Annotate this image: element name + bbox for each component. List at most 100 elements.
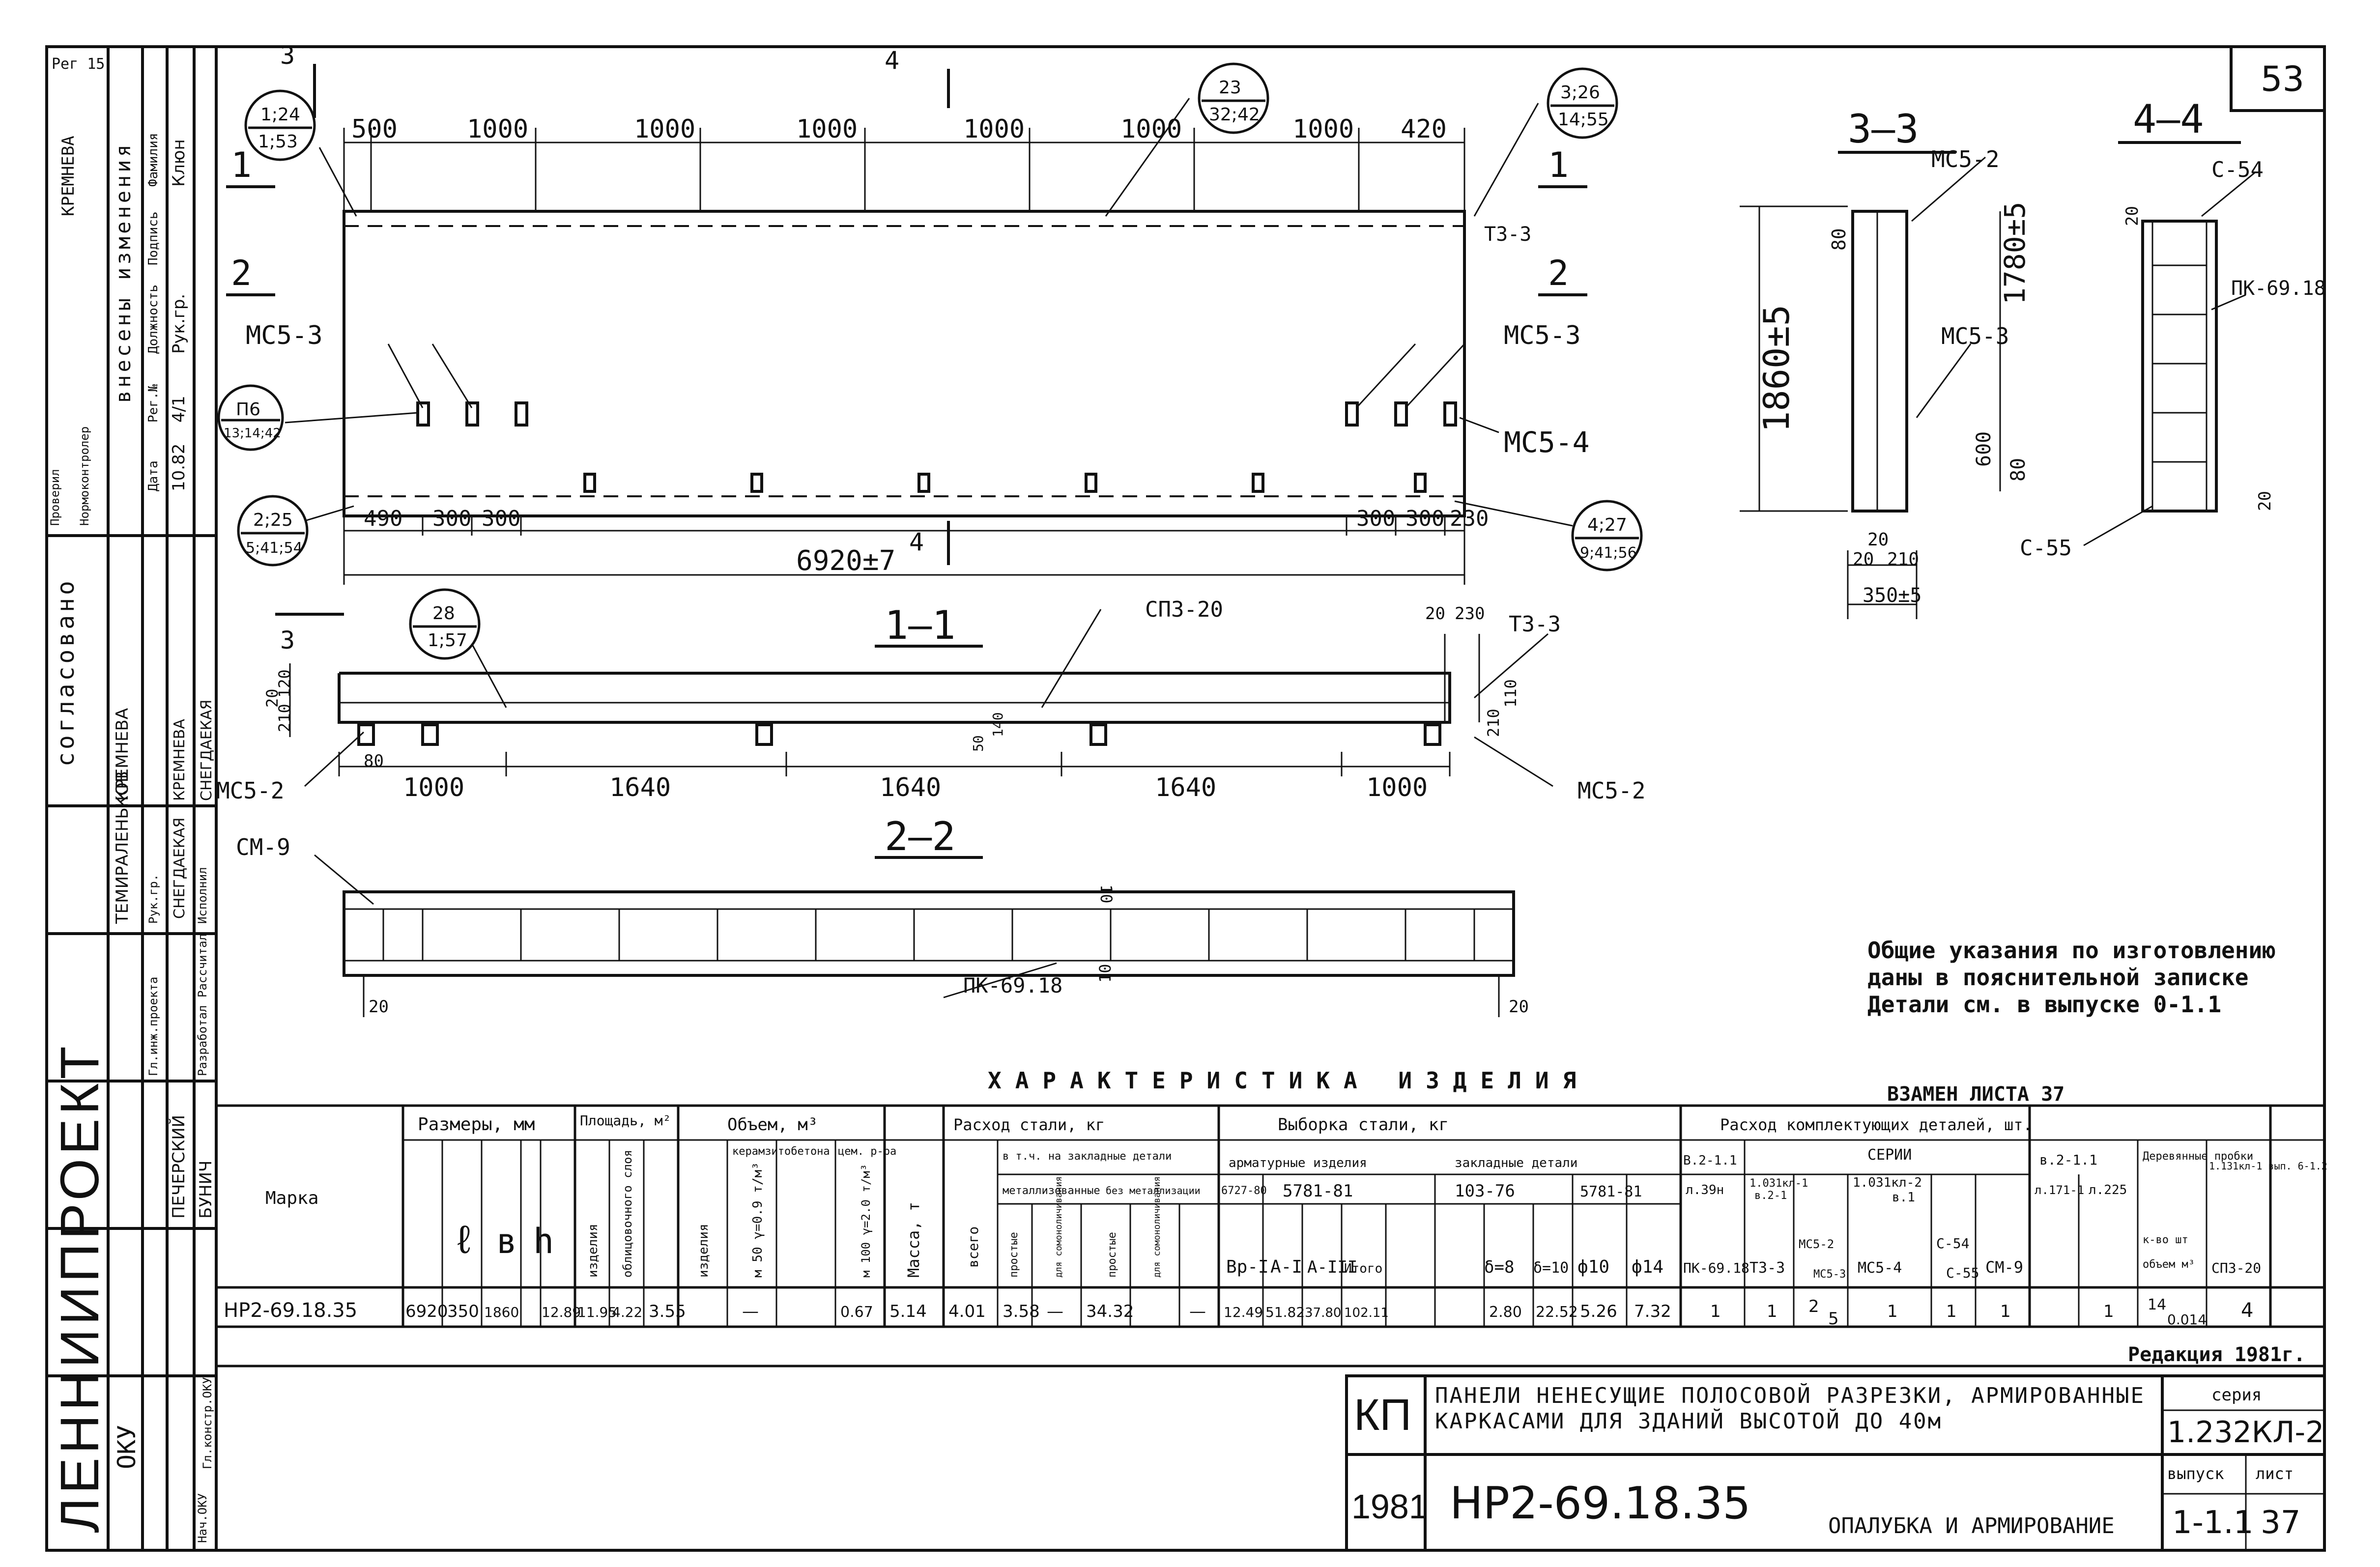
- th-mc52: МС5-2: [1799, 1237, 1834, 1251]
- title-text-box: ПАНЕЛИ НЕНЕСУЩИЕ ПОЛОСОВОЙ РАЗРЕЗКИ, АРМ…: [1435, 1383, 2146, 1434]
- s11-dim-4: 1000: [1366, 773, 1428, 802]
- th-b: в: [496, 1221, 517, 1261]
- sheet-label: лист: [2256, 1464, 2294, 1483]
- th-f14: ф14: [1632, 1257, 1663, 1277]
- changes-header-surname: Фамилия: [146, 133, 161, 187]
- th-wood-a: к-во шт: [2143, 1234, 2188, 1246]
- cell-pk: 1: [1710, 1302, 1721, 1321]
- name-2: КРЕМНЕВА: [113, 708, 132, 801]
- bubble-1-top: 1;24: [260, 105, 300, 125]
- name-5: СНЕГДАЕКАЯ: [198, 700, 215, 801]
- s11-d140: 140: [990, 712, 1006, 737]
- cell-vol-2b: —: [742, 1302, 759, 1321]
- th-vol: Объем, м³: [727, 1115, 818, 1135]
- s33-d80-top: 80: [1828, 228, 1850, 251]
- th-mass: Масса, т: [904, 1202, 923, 1278]
- s11-dim-0: 1000: [403, 773, 464, 802]
- section-4-4: 4—4 С-54 ПК-69.18 С-55 20 20: [2020, 96, 2326, 561]
- s11-dim-2: 1640: [880, 773, 941, 802]
- cell-steel-2: —: [1047, 1302, 1063, 1321]
- bubble-5-top: 2;25: [253, 510, 293, 530]
- cell-bp: 12.49: [1224, 1304, 1263, 1320]
- label-mc52-left: МС5-2: [216, 777, 284, 804]
- cell-steel-all: 4.01: [948, 1302, 986, 1321]
- bubble-7: [409, 588, 481, 660]
- th-a1: А-I: [1270, 1257, 1302, 1277]
- th-l: ℓ: [452, 1217, 476, 1262]
- th-steel-p2: для сомоноличивания: [1054, 1176, 1064, 1278]
- cell-mc52: 2: [1808, 1297, 1819, 1316]
- top-dim-5: 1000: [1120, 114, 1182, 144]
- cell-l: 6920: [405, 1302, 448, 1321]
- role-calculator: Рассчитал: [196, 934, 209, 997]
- bubble-4-bottom: 13;14;42: [224, 426, 281, 441]
- th-comp: Расход комплектующих деталей, шт.: [1720, 1115, 2033, 1134]
- s22-d10-top: 10: [1097, 884, 1116, 904]
- th-area-2: облицовочного слоя: [621, 1150, 634, 1278]
- cut-mark-1-left: 1: [231, 145, 252, 185]
- th-s2a: в.2-1: [1754, 1190, 1787, 1202]
- bubble-5: [237, 495, 309, 567]
- cut-mark-2-right: 2: [1548, 253, 1569, 293]
- s11-d230: 230: [1455, 604, 1485, 624]
- label-c55: С-55: [2020, 536, 2072, 561]
- label-pk-s22: ПК-69.18: [963, 973, 1062, 997]
- th-s3: 1.031кл-2: [1853, 1175, 1922, 1190]
- cell-d10: 22.52: [1536, 1304, 1578, 1321]
- cell-steel-3: 34.32: [1086, 1302, 1134, 1321]
- th-wood: Деревянные пробки: [2143, 1150, 2253, 1163]
- th-dims: Размеры, мм: [418, 1114, 535, 1135]
- th-gost1: 6727-80: [1221, 1185, 1267, 1197]
- name-4: КРЕМНЕВА: [171, 719, 188, 801]
- bubble-7-bottom: 1;57: [428, 630, 467, 651]
- cell-wood-vol: 0.014: [2167, 1311, 2207, 1328]
- page-number: 53: [2261, 59, 2304, 99]
- th-s1a: л.39н: [1686, 1183, 1724, 1197]
- cell-h: 1860: [484, 1304, 519, 1320]
- bubble-3: [1547, 67, 1618, 139]
- reference-bubbles: [217, 62, 1643, 660]
- s22-d20-left: 20: [369, 997, 389, 1017]
- cell-wood-count: 14: [2148, 1296, 2166, 1313]
- role-chief-engineer: Гл.инж.проекта: [146, 977, 160, 1076]
- label-mc53-right: МС5-3: [1504, 321, 1581, 350]
- note-line-0: Общие указания по изготовлению: [1867, 937, 2276, 964]
- th-bp: Вр-I: [1226, 1257, 1269, 1277]
- bubble-4-top: П6: [236, 399, 260, 420]
- title-year: 1981: [1351, 1487, 1428, 1526]
- th-wood-b: объем м³: [2143, 1258, 2195, 1271]
- top-dim-6: 1000: [1292, 114, 1354, 144]
- label-mc53-s33: МС5-3: [1941, 323, 2009, 349]
- bottom-dim-5: 230: [1450, 506, 1489, 531]
- bubble-2-top: 23: [1219, 78, 1241, 98]
- name-3: СНЕГДАЕКАЯ: [171, 818, 188, 919]
- th-steel-incl: в т.ч. на закладные детали: [1003, 1150, 1172, 1163]
- th-sm9: СМ-9: [1985, 1258, 2023, 1277]
- name-7: БУНИЧ: [196, 1161, 216, 1219]
- s11-dim-3: 1640: [1155, 773, 1216, 802]
- organization-name: ЛЕННИИПРОЕКТ: [50, 1042, 110, 1533]
- cell-f14: 7.32: [1634, 1302, 1671, 1321]
- role-developer: Разработал: [196, 1005, 209, 1077]
- th-s4: в.2-1.1: [2039, 1152, 2097, 1168]
- role-checker: Проверил: [48, 469, 62, 526]
- label-c54: С-54: [2211, 157, 2264, 182]
- th-itogo: Итого: [1344, 1261, 1382, 1276]
- name-6: ПЕЧЕРСКИЙ: [169, 1115, 189, 1219]
- title-text: ПАНЕЛИ НЕНЕСУЩИЕ ПОЛОСОВОЙ РАЗРЕЗКИ, АРМ…: [1435, 1383, 2146, 1434]
- th-vol-2: керамзитобетона: [732, 1145, 830, 1158]
- th-mark: Марка: [265, 1188, 318, 1208]
- th-sp: СП3-20: [2211, 1260, 2261, 1276]
- s11-d210-left: 210: [275, 704, 294, 732]
- role-norm-controller: Нормоконтролер: [78, 427, 91, 526]
- section-4-4-title: 4—4: [2133, 96, 2204, 142]
- spec-title: ХАРАКТЕРИСТИКА ИЗДЕЛИЯ: [988, 1067, 1590, 1094]
- th-vol-3: цем. р-ра: [838, 1145, 896, 1158]
- top-dim-4: 1000: [963, 114, 1025, 144]
- top-dim-7: 420: [1401, 114, 1447, 144]
- th-steel-p1: простые: [1008, 1232, 1020, 1278]
- label-mc53-left: МС5-3: [246, 321, 323, 350]
- s11-dim-1: 1640: [609, 773, 671, 802]
- th-sel-arm: арматурные изделия: [1229, 1156, 1367, 1170]
- issue-label: выпуск: [2167, 1464, 2224, 1483]
